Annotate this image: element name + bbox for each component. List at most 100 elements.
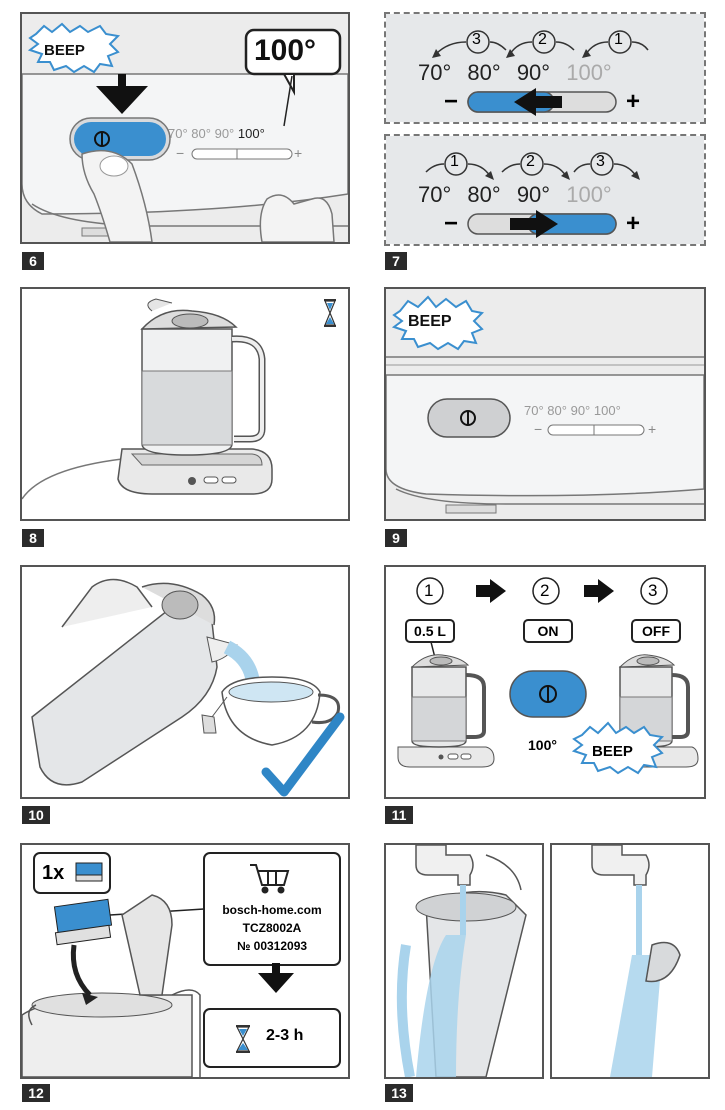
- step-13-panel-right: [550, 843, 710, 1079]
- temp-90: 90°: [516, 182, 551, 207]
- faucet-icon: [415, 845, 474, 886]
- step-11-panel: 1 2 3 0.5 L ON OFF 100° BEEP: [384, 565, 706, 799]
- temp-100: 100°: [566, 60, 612, 85]
- order-1: 1: [450, 153, 459, 170]
- temp-scale: 70° 80° 90° 100°: [524, 403, 621, 418]
- temp-100: 100°: [237, 126, 265, 141]
- right-arrow-icon: [584, 579, 614, 603]
- step-number: 7: [385, 252, 407, 270]
- water-stream: [416, 935, 466, 1077]
- step-number: 12: [22, 1084, 50, 1102]
- step-13-panel-left: [384, 843, 544, 1079]
- hourglass-icon: [236, 1025, 250, 1053]
- press-arrow-icon: [96, 74, 148, 114]
- step-7-panel-top: 3 2 1 70° 80° 90° 100° − +: [384, 12, 706, 124]
- temp-70: 70°: [524, 403, 544, 418]
- temp-80: 80°: [547, 403, 567, 418]
- temp-callout-text: 100°: [254, 34, 317, 67]
- beep-burst: [391, 295, 485, 351]
- minus-label: −: [444, 88, 459, 115]
- temp-80: 80°: [467, 60, 501, 85]
- kettle-icon: [607, 654, 699, 768]
- temp-scale: 70° 80° 90° 100°: [168, 126, 265, 141]
- fill-level-label: 0.5 L: [414, 623, 446, 639]
- order-3: 1: [614, 31, 623, 48]
- website-label: bosch-home.com: [222, 903, 322, 917]
- kettle-control-illustration: [22, 14, 348, 242]
- rinsing-illustration: [396, 845, 527, 1077]
- step-circle-2: 2: [540, 581, 550, 600]
- part-number-label: № 00312093: [236, 939, 308, 953]
- kettle-on-base-illustration: [22, 298, 336, 500]
- plus-label: +: [648, 421, 657, 437]
- water-stream: [610, 955, 662, 1077]
- step-12-panel: 1x bosch-home.com TCZ8002A № 00312093 2-…: [20, 843, 350, 1079]
- temp-80: 80°: [191, 126, 211, 141]
- step-number: 6: [22, 252, 44, 270]
- temp-scale: 70° 80° 90° 100°: [418, 60, 612, 86]
- temperature-slider: [547, 424, 645, 436]
- kettle-control-illustration: [386, 289, 704, 519]
- step-number: 9: [385, 529, 407, 547]
- temp-100: 100°: [593, 403, 621, 418]
- filter-icon: [645, 941, 681, 983]
- quantity-label: 1x: [42, 862, 65, 884]
- step-8-panel: [20, 287, 350, 521]
- pouring-water-illustration: [31, 578, 345, 797]
- finger-icon: [81, 149, 153, 242]
- beep-label: BEEP: [592, 743, 633, 760]
- right-arrow-icon: [476, 579, 506, 603]
- kettle-icon: [397, 654, 495, 768]
- temp-90: 90°: [214, 126, 235, 141]
- temp-90: 90°: [516, 60, 551, 85]
- plus-label: +: [626, 210, 641, 237]
- temp-70: 70°: [168, 126, 188, 141]
- minus-label: −: [176, 145, 185, 161]
- on-label: ON: [537, 623, 559, 639]
- step-circle-3: 3: [648, 581, 658, 600]
- step-10-panel: [20, 565, 350, 799]
- beep-label: BEEP: [44, 42, 85, 59]
- beep-burst: [27, 22, 121, 74]
- down-arrow-icon: [258, 963, 294, 993]
- hourglass-icon: [324, 299, 336, 327]
- model-label: TCZ8002A: [242, 921, 302, 935]
- step-6-panel: BEEP 100° 70° 80° 90° 100° − +: [20, 12, 350, 244]
- off-label: OFF: [642, 623, 670, 639]
- step-number: 10: [22, 806, 50, 824]
- faucet-icon: [591, 845, 650, 886]
- order-2: 2: [538, 31, 547, 48]
- check-icon: [261, 712, 345, 797]
- duration-label: 2-3 h: [266, 1027, 304, 1044]
- temp-90: 90°: [570, 403, 591, 418]
- plus-label: +: [626, 88, 641, 115]
- plus-label: +: [294, 145, 303, 161]
- step-number: 11: [385, 806, 413, 824]
- order-2: 2: [526, 153, 535, 170]
- temp-70: 70°: [418, 60, 452, 85]
- temp-value: 100°: [528, 737, 557, 753]
- tea-bag-icon: [201, 714, 217, 734]
- beep-label: BEEP: [408, 313, 452, 330]
- temp-scale: 70° 80° 90° 100°: [418, 182, 612, 208]
- left-arrow-icon: [514, 88, 562, 116]
- temp-70: 70°: [418, 182, 452, 207]
- order-1: 3: [472, 31, 481, 48]
- order-3: 3: [596, 153, 605, 170]
- descaler-icon: [75, 862, 103, 882]
- temp-80: 80°: [467, 182, 501, 207]
- beep-burst: [571, 721, 665, 775]
- temp-100: 100°: [566, 182, 612, 207]
- minus-label: −: [534, 421, 543, 437]
- step-circle-1: 1: [424, 581, 434, 600]
- temperature-slider: [191, 148, 293, 160]
- step-7-panel-bottom: 1 2 3 70° 80° 90° 100° − +: [384, 134, 706, 246]
- descaling-illustration: [22, 852, 341, 1077]
- rinsing-lid-illustration: [591, 845, 681, 1077]
- kettle-body: [31, 603, 218, 786]
- power-button: [74, 122, 166, 156]
- step-number: 8: [22, 529, 44, 547]
- right-arrow-icon: [510, 210, 558, 238]
- shopping-cart-icon: [250, 864, 290, 894]
- minus-label: −: [444, 210, 459, 237]
